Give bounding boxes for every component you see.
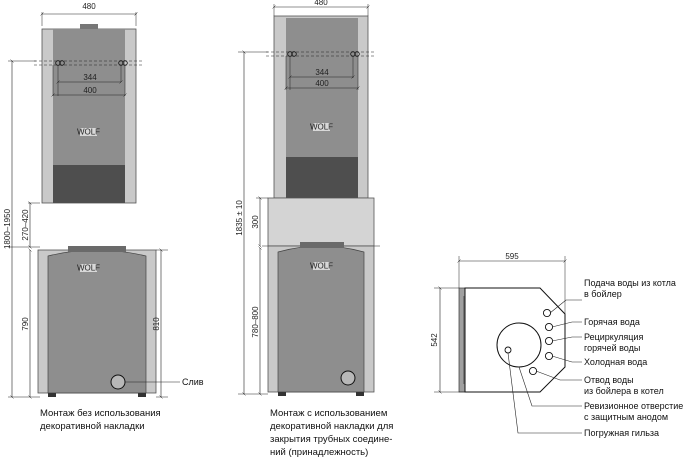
left-dim-right-text: 810: [152, 317, 161, 331]
side-view-dims: 595 542: [430, 252, 565, 392]
port-recirculation: [544, 336, 554, 346]
left-upper-boiler: WOLF: [34, 24, 142, 204]
middle-dim-480-text: 480: [314, 0, 328, 7]
side-dim-width-text: 595: [505, 252, 519, 261]
port-return: [528, 366, 538, 376]
left-dim-480-text: 480: [82, 2, 96, 11]
left-dim-total-text: 1800–1950: [3, 208, 12, 249]
left-caption: Монтаж без использования декоративной на…: [40, 408, 163, 432]
middle-lower-logo-text: WOLF: [310, 262, 333, 271]
middle-dim-344-400: 344 400: [286, 56, 358, 90]
left-dim-gap-text: 270–420: [21, 209, 30, 241]
middle-vertical-dims: 1835 ± 10 300 780–800: [235, 52, 268, 394]
middle-dim-gap-text: 300: [251, 215, 260, 229]
middle-dim-480: 480: [274, 0, 368, 16]
port-boiler-supply: [542, 308, 552, 318]
left-dim-344-text: 344: [83, 73, 97, 82]
left-upper-logo: [80, 128, 97, 136]
left-drain-label: Слив: [182, 377, 204, 387]
immersion-sleeve: [504, 346, 512, 354]
middle-dim-total-text: 1835 ± 10: [235, 200, 244, 236]
inspection-opening: [496, 322, 542, 368]
side-view-tank: [458, 287, 566, 393]
left-lower-tank: WOLF Слив: [37, 246, 204, 397]
left-dim-400-text: 400: [83, 86, 97, 95]
side-view-labels: Подача воды из котла в бойлер Горячая во…: [584, 278, 686, 438]
middle-dim-lower-text: 780–800: [251, 306, 260, 338]
middle-dim-344-text: 344: [315, 68, 329, 77]
left-upper-logo-text: WOLF: [77, 128, 100, 137]
middle-caption: Монтаж с использованием декоративной нак…: [270, 408, 396, 458]
middle-decorative-cover: [262, 197, 380, 247]
left-dim-480: 480: [42, 2, 136, 26]
middle-dim-400-text: 400: [315, 79, 329, 88]
side-dim-height-text: 542: [430, 333, 439, 347]
left-dim-344-400: 344 400: [53, 65, 125, 96]
left-lower-logo-text: WOLF: [77, 264, 100, 273]
middle-lower-tank: WOLF: [267, 242, 375, 396]
side-view-leaders: [507, 299, 582, 434]
left-drain-circle: [110, 374, 126, 390]
left-vertical-dims: 1800–1950 270–420 790 810: [3, 61, 168, 397]
middle-upper-logo-text: WOLF: [310, 123, 333, 132]
middle-upper-boiler: WOLF: [266, 15, 376, 199]
port-hot-water: [544, 322, 554, 332]
port-cold-water: [544, 351, 554, 361]
left-dim-lower-text: 790: [21, 317, 30, 331]
